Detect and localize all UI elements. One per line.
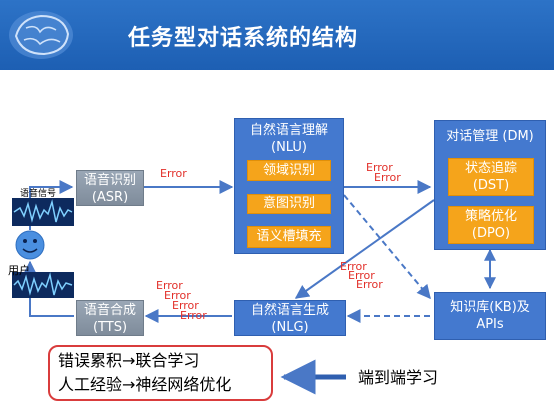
dpo-label: 策略优化 [464,209,517,224]
dst-abbrev: (DST) [472,178,510,193]
asr-label: 语音识别 [83,173,136,188]
nlu-abbrev: (NLU) [271,140,307,155]
nlu-step-domain: 领域识别 [247,160,331,181]
kb-module: 知识库(KB)及 APIs [434,292,546,340]
callout-line-2: 人工经验→神经网络优化 [58,375,232,394]
error-label-nlu-1: Error [366,161,393,174]
error-label-dm-1: Error [340,260,367,273]
waveform-icon-top [12,198,74,226]
error-label-nlg-1: Error [156,279,183,292]
nlg-abbrev: (NLG) [271,320,309,335]
error-label-nlg-3: Error [172,299,199,312]
nlg-module: 自然语言生成 (NLG) [234,300,346,336]
dpo-abbrev: (DPO) [471,226,511,241]
dm-dst: 状态追踪 (DST) [448,158,534,196]
nlu-label: 自然语言理解 [249,123,328,138]
callout-line-1: 错误累积→联合学习 [58,351,200,370]
user-face-icon [15,230,45,260]
dm-dpo: 策略优化 (DPO) [448,206,534,244]
error-label-nlu-2: Error [374,171,401,184]
nlu-step-intent: 意图识别 [247,194,331,214]
error-label-dm-2: Error [348,269,375,282]
user-label: 用户 [8,264,30,277]
tts-abbrev: (TTS) [92,320,128,335]
arrow-dm-nlg [294,199,435,299]
nlg-label: 自然语言生成 [250,303,329,318]
asr-abbrev: (ASR) [91,190,129,205]
error-label-nlg-4: Error [180,309,207,322]
dm-label: 对话管理 (DM) [446,129,534,144]
page-title: 任务型对话系统的结构 [128,26,359,51]
dst-label: 状态追踪 [464,161,517,176]
error-label-dm-3: Error [356,278,383,291]
error-label-asr: Error [160,167,187,180]
tts-label: 语音合成 [83,303,136,318]
waveform-icon-bottom [12,272,74,298]
nlu-step-slot: 语义槽填充 [247,226,331,248]
end-to-end-label: 端到端学习 [358,368,439,387]
tts-module: 语音合成 (TTS) [76,300,144,336]
kb-label: 知识库(KB)及 [450,300,530,315]
callout-box: 错误累积→联合学习 人工经验→神经网络优化 [48,345,273,401]
error-label-nlg-2: Error [164,289,191,302]
kb-apis: APIs [476,317,504,332]
asr-module: 语音识别 (ASR) [76,170,144,206]
speech-signal-label: 语音信号 [20,189,57,199]
header-bar: 任务型对话系统的结构 [0,0,554,70]
brain-icon [9,11,73,59]
arrow-nlu-kb-dashed [343,194,431,300]
